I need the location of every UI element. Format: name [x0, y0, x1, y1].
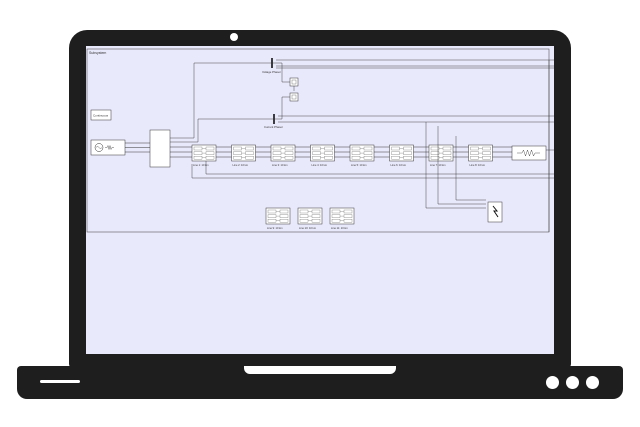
line-block-label: Line 4: 10 km [312, 163, 328, 167]
line-block[interactable]: Line 7: 10 km [428, 144, 454, 167]
bus-wires [170, 146, 512, 158]
powergui-block[interactable] [90, 109, 112, 121]
load-block[interactable] [511, 145, 547, 161]
ac-source-icon [94, 143, 104, 152]
scope-block-1[interactable] [289, 77, 299, 87]
line-block[interactable]: Line 4: 10 km [310, 144, 335, 167]
line-block-label: Line 5: 10 km [351, 163, 367, 167]
signal-wires [170, 59, 554, 232]
line-block[interactable]: Line 11: 10 km [329, 207, 355, 230]
indicator-dot [566, 376, 579, 389]
line-block-label: Line 11: 10 km [331, 226, 348, 230]
line-block-label: Line 3: 10 km [272, 163, 288, 167]
simulink-model-canvas[interactable]: Subsystem Continuous Line 1: 10 km Line 2… [86, 46, 554, 354]
lightning-icon [492, 205, 499, 218]
extra-line-blocks: Line 9: 10 km Line 10: 10 km Line 11: 10 k… [265, 207, 355, 230]
line-block[interactable]: Line 8: 10 km [468, 144, 493, 167]
status-light-bar [40, 380, 80, 383]
line-block-label: Line 9: 10 km [267, 226, 283, 230]
line-block-label: Line 2: 10 km [233, 163, 249, 167]
line-block[interactable]: Line 2: 10 km [231, 144, 256, 167]
current-phasor-label: Current Phasor [264, 125, 283, 129]
line-block[interactable]: Line 9: 10 km [265, 207, 291, 230]
line-block[interactable]: Line 10: 10 km [297, 207, 323, 230]
powergui-label: Continuous [93, 114, 109, 118]
load-resistor-icon [517, 149, 540, 157]
voltage-phasor-label: Voltage Phasor [262, 70, 281, 74]
line-block[interactable]: Line 1: 10 km [191, 144, 217, 167]
line-block-label: Line 8: 10 km [470, 163, 486, 167]
indicator-dot [546, 376, 559, 389]
line-block[interactable]: Line 3: 10 km [270, 144, 296, 167]
subsystem-label: Subsystem [89, 51, 106, 55]
line-blocks: Line 1: 10 km Line 2: 10 km Line 3: 10 km L… [191, 144, 493, 167]
three-phase-measurement-block[interactable] [149, 129, 171, 168]
webcam-icon [230, 33, 238, 41]
line-block-label: Line 1: 10 km [193, 163, 209, 167]
screen: Subsystem Continuous Line 1: 10 km Line 2… [86, 46, 554, 354]
line-block-label: Line 6: 10 km [391, 163, 407, 167]
line-block-label: Line 10: 10 km [299, 226, 316, 230]
line-block[interactable]: Line 5: 10 km [349, 144, 375, 167]
scope-block-2[interactable] [289, 92, 299, 102]
indicator-dot [586, 376, 599, 389]
trackpad-notch [244, 366, 396, 374]
resistor-icon [105, 144, 114, 151]
line-block[interactable]: Line 6: 10 km [389, 144, 414, 167]
